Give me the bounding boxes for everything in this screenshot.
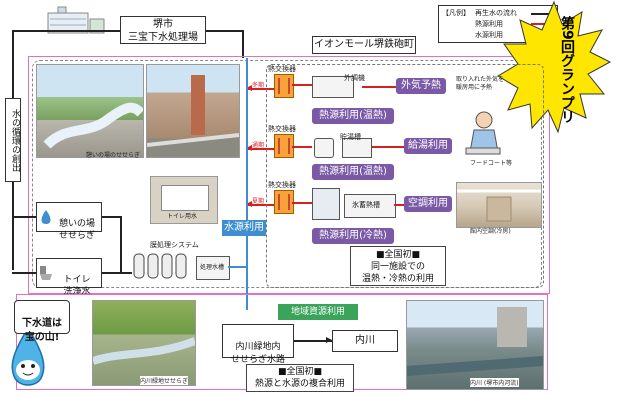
row3-purpose: 空調利用	[404, 196, 452, 212]
uchikawa-channel-text: 内川緑地内 せせらぎ水路	[230, 342, 285, 365]
combined-use-box: ■全国初■ 熱源と水源の複合利用	[246, 364, 354, 392]
row2-equipment-unit	[314, 138, 334, 158]
row2-use: 熱源利用(温熱)	[312, 164, 394, 180]
row3-use: 熱源利用(冷熱)	[312, 228, 394, 244]
legend-title: 【凡例】	[442, 9, 470, 17]
row2-equipment: 貯湯槽	[340, 133, 361, 141]
first-in-japan-line3: 温熱・冷熱の利用	[361, 274, 434, 284]
row3-mode: 夏期	[252, 198, 265, 205]
uchikawa-channel-box: 内川緑地内 せせらぎ水路	[222, 324, 294, 365]
legend-item-heat: 熱源利用	[475, 20, 503, 28]
row1-purpose: 外気予熱	[396, 78, 446, 94]
row3-equipment: 氷蓄熱槽	[352, 201, 380, 209]
row2-exchanger-label: 熱交換器	[268, 125, 296, 133]
photo-green-path	[92, 300, 196, 386]
row1-mode: 冬期	[252, 82, 265, 89]
toilet-sign-label: トイレ用水	[167, 213, 198, 220]
toilet-box: トイレ 洗浄水	[36, 258, 102, 297]
mall-frame	[28, 56, 550, 294]
toilet-icon	[38, 264, 54, 286]
slogan-text: 下水道は 宝の山!	[22, 318, 62, 343]
water-source-label: 水源利用	[222, 220, 266, 236]
row2-tank	[342, 138, 372, 158]
grand-prix-badge: 第9回グランプリ	[496, 0, 612, 160]
plant-name-line1: 堺市	[153, 19, 173, 30]
photo-toilet-sign: トイレ用水	[150, 176, 218, 224]
photo-hall	[456, 182, 542, 228]
row3-tank	[344, 194, 396, 218]
photo-uchikawa	[406, 300, 544, 390]
row1-equipment: 外調機	[344, 74, 365, 82]
row2-dest: フードコート等	[470, 160, 513, 167]
combined-line2: 熱源と水源の複合利用	[254, 379, 345, 389]
legend-item-water: 水源利用	[475, 31, 503, 39]
row1-dest: 取り入れた外気を暖房用に予熱	[456, 76, 505, 91]
first-in-japan-line1: ■全国初■	[375, 250, 420, 260]
row3-equipment-unit	[312, 188, 340, 220]
mall-name: イオンモール堺鉄砲町	[312, 36, 416, 54]
first-in-japan-box: ■全国初■ 同一施設での 温熱・冷熱の利用	[350, 246, 446, 286]
row3-dest: 館内空調(冷房)	[470, 228, 511, 235]
membrane-units	[132, 250, 192, 286]
uchikawa-river-box: 内川	[332, 330, 398, 352]
first-in-japan-area	[266, 64, 544, 288]
grand-prix-text: 第9回グランプリ	[559, 16, 575, 124]
photo-green-path-caption: 内川緑地せせらぎ	[140, 376, 189, 385]
photo-seseragi-caption: 憩いの場のせせらぎ	[86, 152, 141, 159]
water-loop-label: 水の循環の創出	[5, 98, 21, 182]
combined-line1: ■全国初■	[277, 367, 322, 377]
slogan-box: 下水道は 宝の山!	[14, 300, 70, 343]
plant-illustration	[30, 3, 110, 39]
mall-name-text: イオンモール堺鉄砲町	[314, 39, 414, 50]
photo-uchikawa-caption: 内川 (堺市内河流)	[470, 378, 519, 387]
seseragi-icon	[38, 208, 54, 230]
row1-equipment-unit	[312, 76, 354, 98]
row1-heat-exchanger	[274, 74, 294, 98]
membrane-system-label: 膜処理システム	[150, 241, 199, 249]
water-loop-text: 水の循環の創出	[10, 108, 20, 172]
regional-label: 地域資源利用	[278, 304, 358, 320]
plant-name-line2: 三宝下水処理場	[128, 32, 198, 43]
row1-use: 熱源利用(温熱)	[312, 108, 394, 124]
row2-purpose: 給湯利用	[404, 138, 452, 154]
seseragi-text: 憩いの場 せせらぎ	[58, 219, 95, 241]
plant-name-box: 堺市 三宝下水処理場	[120, 16, 206, 44]
legend: 【凡例】 再生水の流れ 熱源利用 水源利用	[438, 5, 558, 43]
treated-water-tank	[196, 256, 230, 280]
photo-seseragi	[36, 64, 144, 158]
toilet-text: トイレ 洗浄水	[63, 275, 91, 297]
row3-exchanger-label: 熱交換器	[268, 181, 296, 189]
photo-building	[146, 64, 240, 158]
mascot	[4, 324, 52, 392]
first-in-japan-line2: 同一施設での	[370, 262, 425, 272]
treated-water-tank-label: 処理水槽	[200, 264, 225, 271]
legend-item-reclaimed: 再生水の流れ	[475, 9, 517, 17]
row1-exchanger-label: 熱交換器	[268, 65, 296, 73]
uchikawa-river-text: 内川	[355, 335, 375, 346]
chef-illustration	[460, 108, 506, 158]
row2-mode: 通期	[252, 142, 265, 149]
